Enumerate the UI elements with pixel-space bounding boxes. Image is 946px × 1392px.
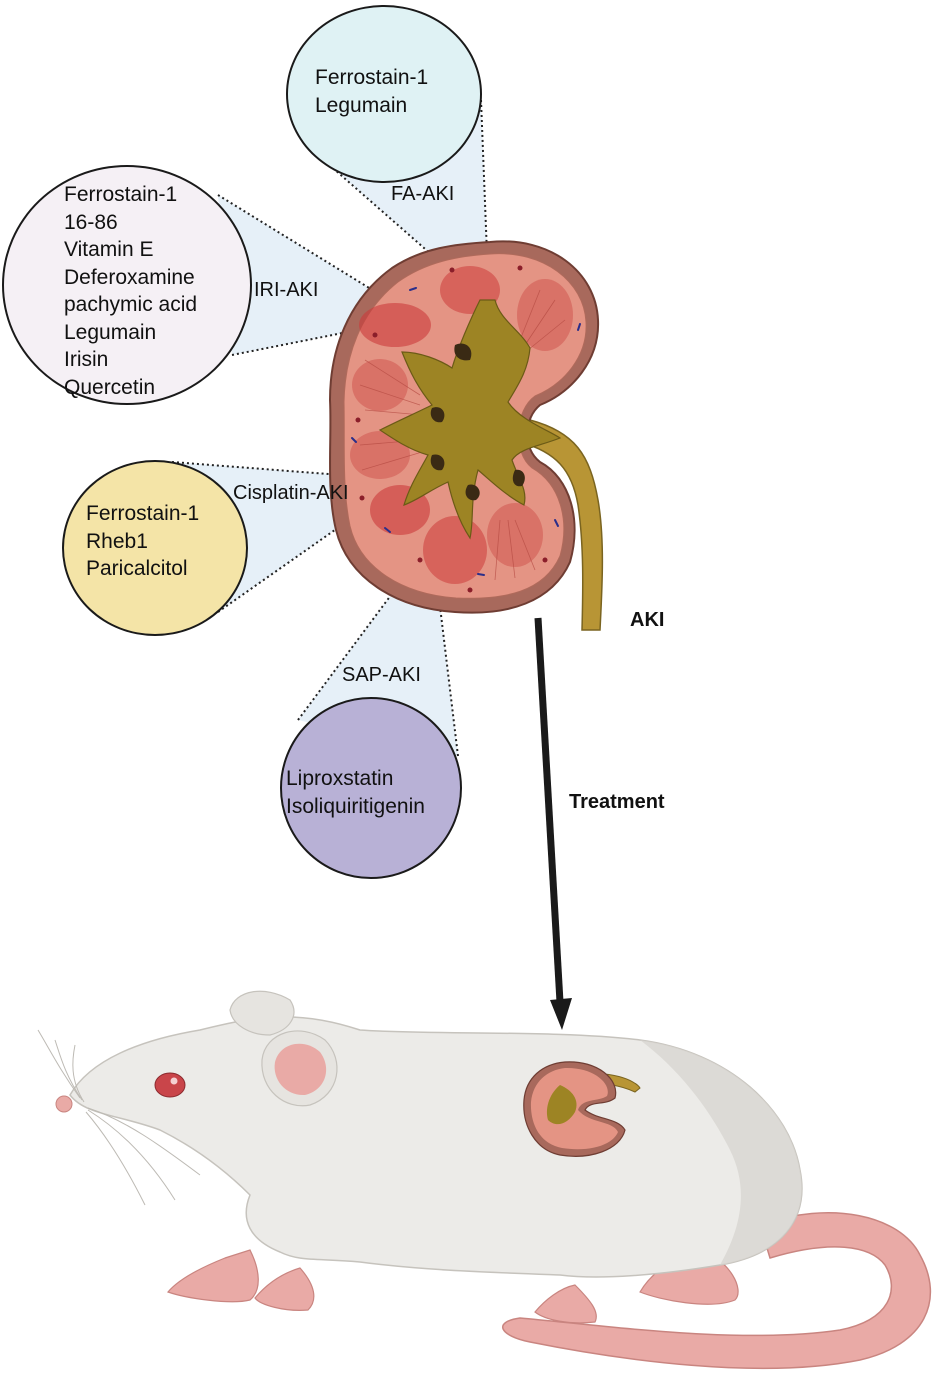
mouse-kidney [523,1061,641,1157]
treatment-item: 16-86 [64,210,118,234]
treatment-item: Isoliquiritigenin [286,794,425,818]
treatment-item: Liproxstatin [286,767,394,790]
fa-aki-treatment-list: Ferrostain-1 Legumain [315,64,428,119]
treatment-item: Quercetin [64,375,156,399]
treatment-item: Ferrostain-1 [64,183,178,206]
cisplatin-aki-bubble: Ferrostain-1 Rheb1 Paricalcitol [62,460,248,636]
fa-aki-label: FA-AKI [391,183,455,205]
iri-aki-label: IRI-AKI [254,279,319,301]
kidney [328,240,604,631]
treatment-item: Rheb1 [86,529,148,553]
treatment-item: Legumain [315,93,408,117]
fa-aki-bubble: Ferrostain-1 Legumain [286,5,482,183]
sap-aki-label: SAP-AKI [342,664,421,686]
sap-aki-treatment-list: Liproxstatin Isoliquiritigenin [286,765,425,820]
treatment-label: Treatment [569,791,665,813]
aki-label: AKI [630,609,665,631]
sap-aki-bubble: Liproxstatin Isoliquiritigenin [280,697,462,879]
treatment-item: Paricalcitol [86,557,188,580]
iri-aki-treatment-list: Ferrostain-1 16-86 Vitamin E Deferoxamin… [64,181,197,401]
treatment-item: Ferrostain-1 [315,66,429,89]
treatment-item: Legumain [64,320,157,344]
treatment-item: Ferrostain-1 [86,502,200,525]
treatment-item: Deferoxamine [64,265,195,289]
treatment-item: pachymic acid [64,293,198,316]
treatment-item: Irisin [64,348,109,371]
treatment-arrow [534,617,564,1003]
cisplatin-aki-label: Cisplatin-AKI [233,482,349,504]
mouse [37,990,932,1370]
treatment-item: Vitamin E [64,238,154,261]
cisplatin-aki-treatment-list: Ferrostain-1 Rheb1 Paricalcitol [86,500,199,583]
iri-aki-bubble: Ferrostain-1 16-86 Vitamin E Deferoxamin… [2,165,252,405]
